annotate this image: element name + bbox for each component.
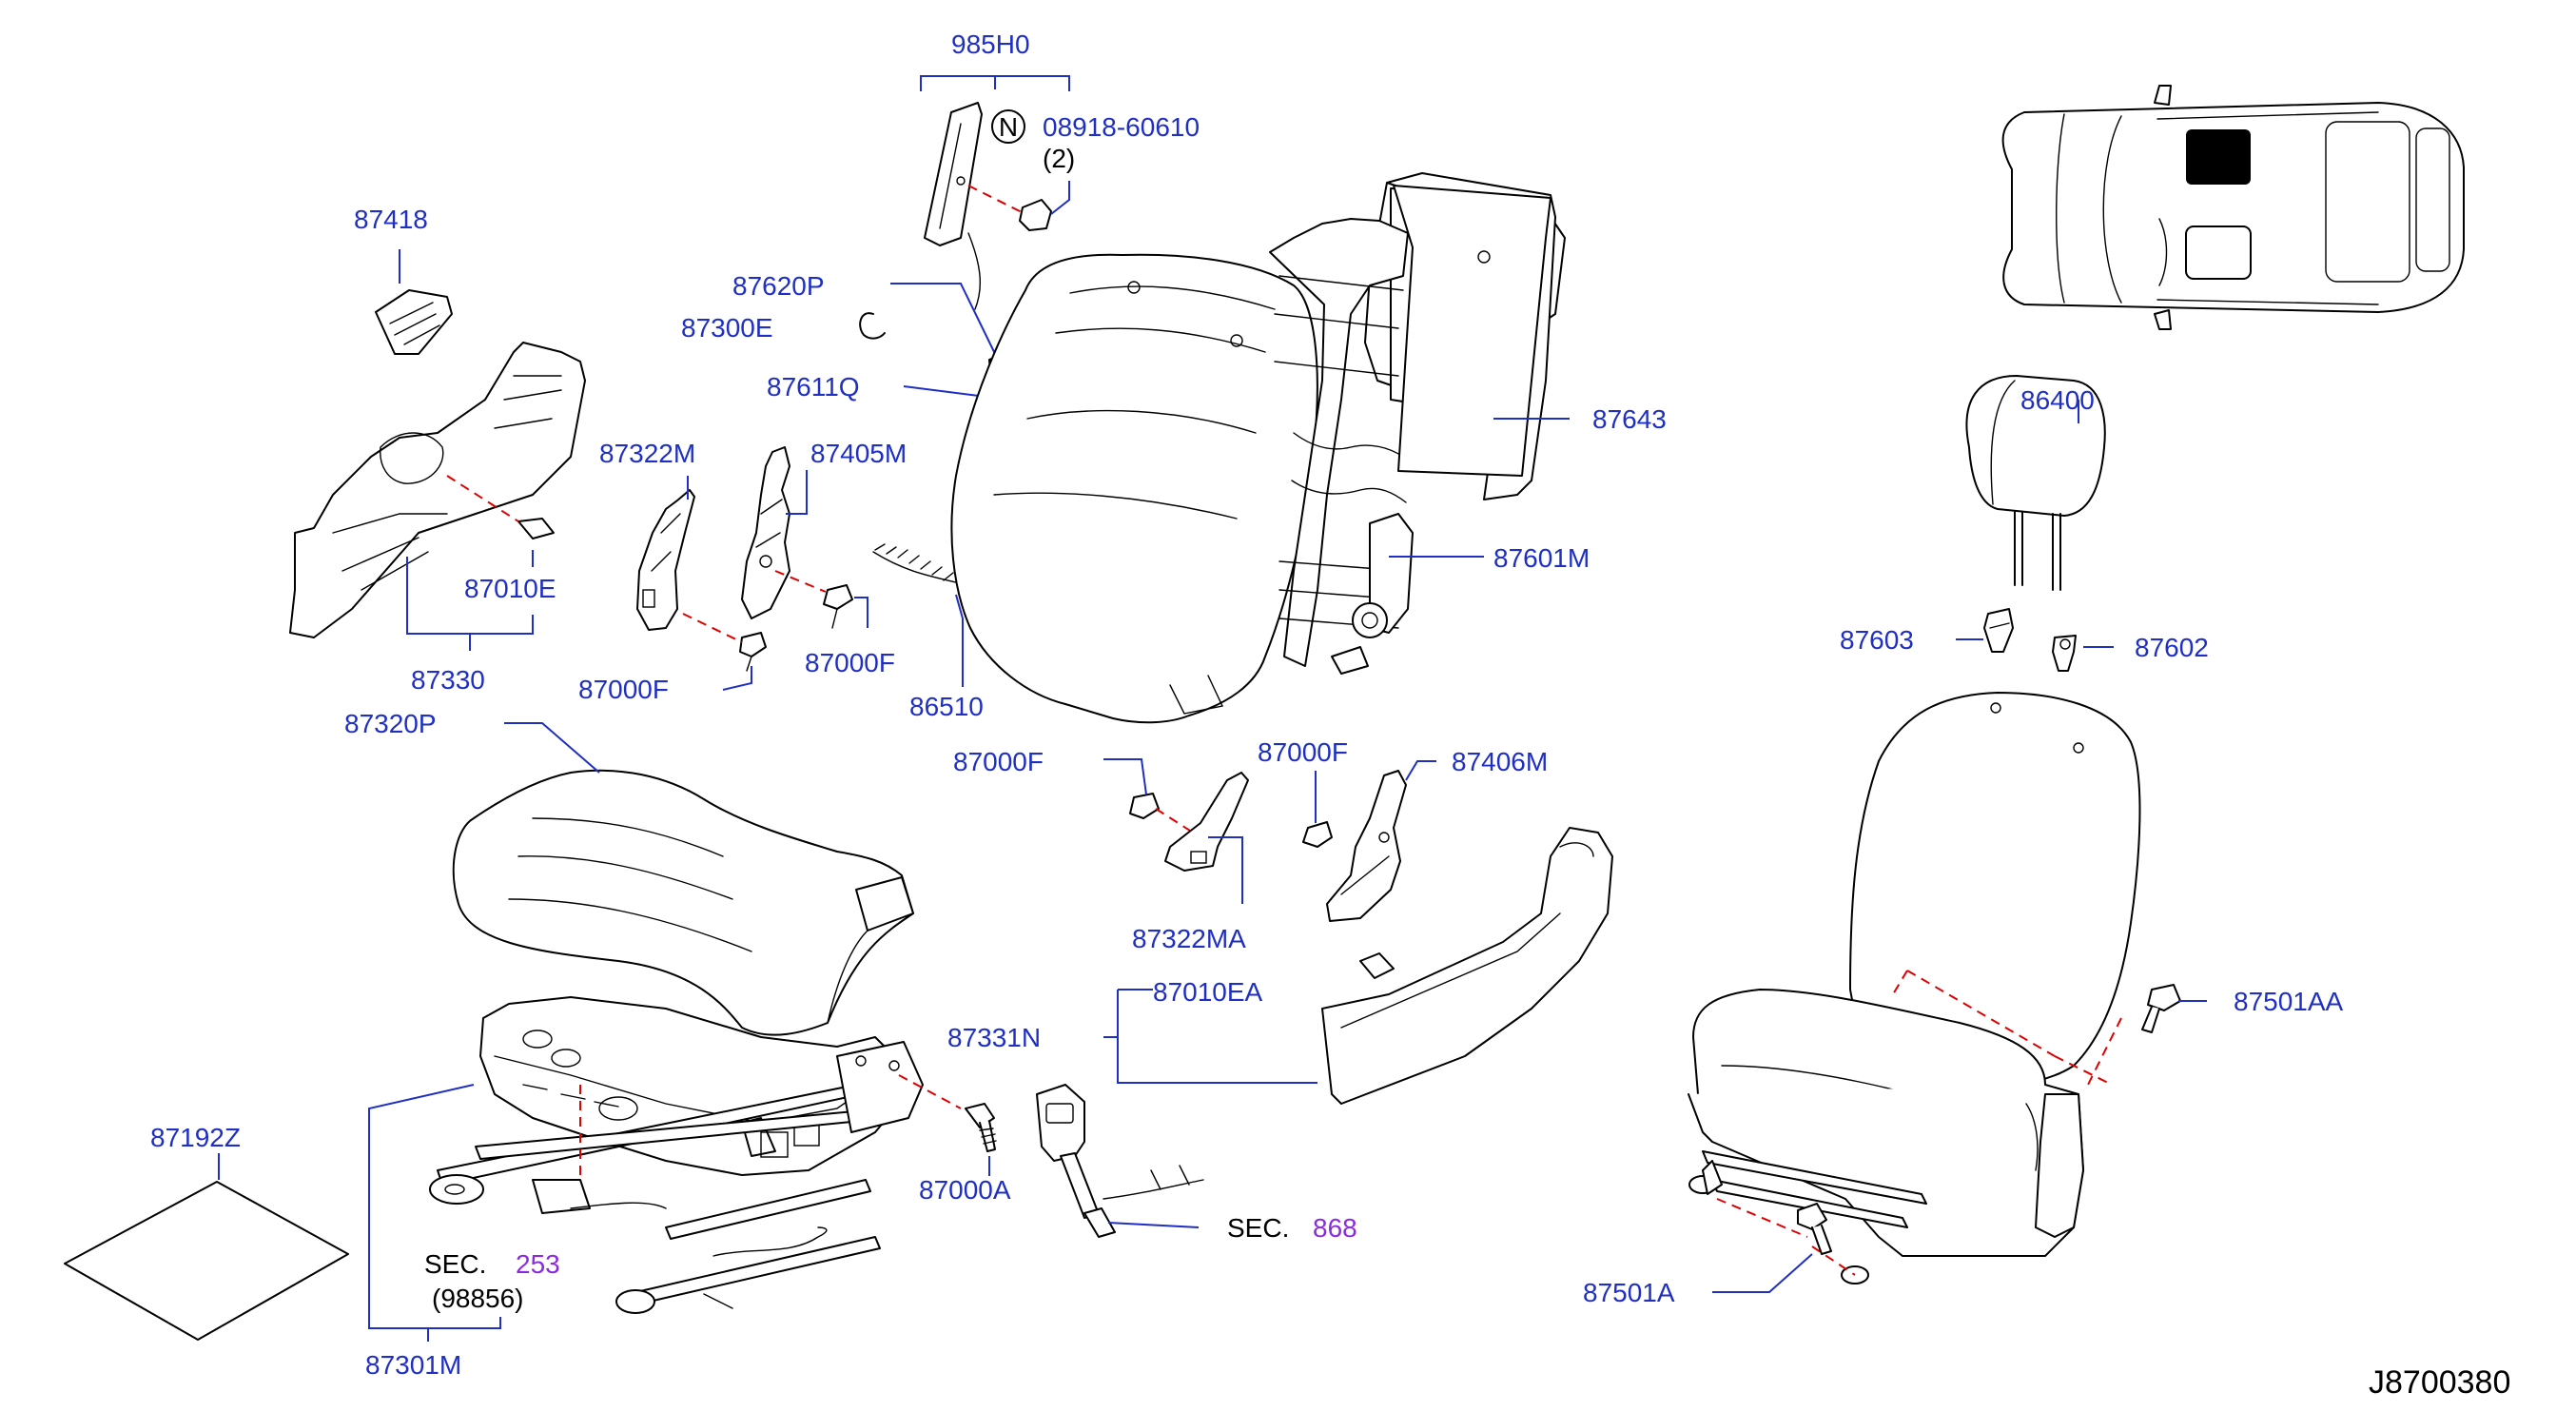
part-label-86400: 86400: [2020, 385, 2095, 415]
part-label-87330: 87330: [411, 665, 485, 695]
inner-cover-87405M: [741, 446, 790, 619]
headrest-guide-87603: [1983, 608, 2014, 653]
seat-cushion-pad: [452, 769, 914, 1036]
part-label-87010EA: 87010EA: [1153, 977, 1263, 1007]
bolt-87501A: [1797, 1203, 1832, 1255]
sec-ref-253: 253: [516, 1249, 560, 1279]
spring-86510: [872, 543, 957, 583]
headrest-guide-87602: [2052, 635, 2077, 672]
bolt-87501AA: [2141, 984, 2181, 1033]
part-label-87301M: 87301M: [365, 1350, 461, 1380]
part-label-87000A: 87000A: [919, 1175, 1011, 1205]
seat-belt-buckle: [1036, 1084, 1204, 1238]
part-label-87322M: 87322M: [599, 439, 695, 468]
quantity-label: (2): [1043, 144, 1075, 173]
caution-label-sheet: [64, 1181, 349, 1341]
screw-87000F-right-2: [1302, 821, 1333, 848]
inner-cover-left: [636, 489, 695, 631]
drawing-code: J8700380: [2369, 1364, 2510, 1401]
sec-label-253: SEC.: [424, 1249, 486, 1279]
part-label-87322MA: 87322MA: [1132, 924, 1246, 953]
part-label-87643: 87643: [1592, 404, 1667, 434]
part-label-87611Q: 87611Q: [767, 372, 860, 402]
part-label-87010E: 87010E: [464, 574, 556, 603]
sec-ref-868: 868: [1313, 1213, 1357, 1243]
lever-cap-right: [1359, 952, 1395, 979]
part-label-87620P: 87620P: [732, 271, 825, 301]
part-label-08918-60610: 08918-60610: [1043, 112, 1200, 142]
seat-assembly: [1688, 692, 2141, 1285]
part-label-87000F-b: 87000F: [805, 648, 895, 677]
part-label-87192Z: 87192Z: [150, 1123, 241, 1152]
nut-symbol-circle: [991, 109, 1025, 144]
screw-87000F-right-1: [1129, 793, 1160, 819]
sec-label-868: SEC.: [1227, 1213, 1289, 1243]
inner-cover-87322MA: [1164, 772, 1249, 872]
seat-cushion-frame: [429, 996, 924, 1314]
part-label-98856: (98856): [432, 1284, 524, 1313]
recliner-knob: [375, 289, 453, 355]
part-label-87300E: 87300E: [681, 313, 773, 343]
highlighted-seat-marker: [2186, 129, 2251, 185]
lever-cap: [517, 518, 555, 539]
part-label-87603: 87603: [1840, 625, 1914, 655]
part-label-87000F-c: 87000F: [953, 747, 1044, 776]
screw-87000F-left-1: [739, 632, 767, 672]
headrest: [1965, 375, 2106, 591]
part-label-87320P: 87320P: [344, 709, 437, 738]
part-label-87501A: 87501A: [1583, 1278, 1675, 1307]
inner-side-finisher: [1321, 827, 1613, 1105]
screw-87000F-left-2: [823, 584, 853, 629]
outer-side-finisher: [289, 342, 586, 638]
seatback-trim-pad: [950, 253, 1318, 724]
vehicle-location-inset: [2001, 85, 2465, 330]
bolt-87000A: [965, 1103, 997, 1152]
part-label-87501AA: 87501AA: [2234, 987, 2344, 1016]
part-label-87000F-a: 87000F: [578, 675, 669, 704]
c-clip: [859, 312, 886, 340]
inner-cover-87406M: [1326, 770, 1407, 922]
nut-symbol: N: [999, 112, 1018, 142]
part-label-87405M: 87405M: [810, 439, 907, 468]
part-label-87000F-d: 87000F: [1258, 737, 1348, 767]
nut-icon: [1019, 199, 1052, 231]
side-airbag-module: [924, 102, 1052, 310]
part-label-87331N: 87331N: [947, 1023, 1041, 1052]
part-label-87602: 87602: [2135, 633, 2209, 662]
part-label-86510: 86510: [909, 692, 984, 721]
part-label-87601M: 87601M: [1493, 543, 1590, 573]
part-label-87418: 87418: [354, 205, 428, 234]
part-label-985H0: 985H0: [951, 29, 1030, 59]
part-label-87406M: 87406M: [1452, 747, 1548, 776]
seatback-board: [1386, 172, 1556, 500]
